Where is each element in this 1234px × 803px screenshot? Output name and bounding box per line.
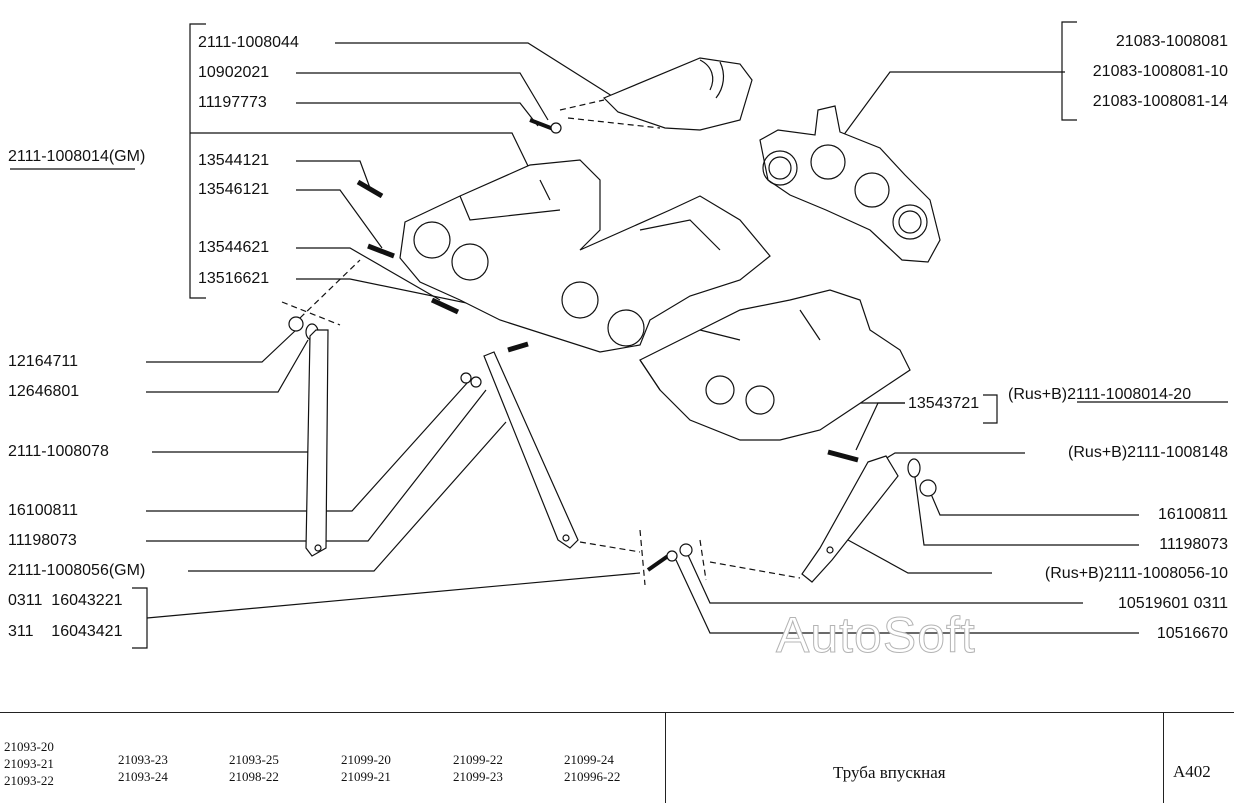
label-rusb-2111-1008148: (Rus+B)2111-1008148 (1068, 444, 1228, 461)
label-21083-1008081-14: 21083-1008081-14 (1092, 93, 1228, 110)
intake-manifold-rusb (639, 289, 911, 441)
dashed-guides (281, 99, 801, 586)
model-code: 21099-22 (453, 752, 503, 767)
label-13544621: 13544621 (198, 239, 270, 256)
heat-shield-part (602, 57, 753, 131)
model-code: 21098-22 (229, 769, 279, 784)
bracket-rusb-1008056-10 (801, 455, 899, 583)
stud-13516621 (430, 297, 460, 315)
label-16100811-left: 16100811 (8, 502, 78, 519)
right-top-bracket (1061, 21, 1077, 121)
label-10516670: 10516670 (1156, 625, 1228, 642)
parts-diagram: 2111-1008044 10902021 11197773 2111-1008… (8, 21, 1228, 664)
label-12646801: 12646801 (8, 383, 80, 400)
model-col-5: 21099-22 21099-23 (453, 751, 503, 785)
label-rusb-2111-1008056-10: (Rus+B)2111-1008056-10 (1044, 565, 1228, 582)
model-col-4: 21099-20 21099-21 (341, 751, 391, 785)
label-rusb-2111-1008014-20: (Rus+B)2111-1008014-20 (1008, 386, 1191, 404)
label-21083-1008081: 21083-1008081 (1115, 33, 1228, 50)
model-col-1: 21093-20 21093-21 21093-22 (4, 738, 54, 789)
model-code: 21093-23 (118, 752, 168, 767)
model-code: 21099-23 (453, 769, 503, 784)
leader-lines (146, 42, 1139, 634)
label-2111-1008078: 2111-1008078 (8, 443, 109, 460)
right-mid-bracket (983, 394, 998, 424)
title-block: 21093-20 21093-21 21093-22 21093-23 2109… (0, 712, 1234, 803)
model-code: 21099-24 (564, 752, 614, 767)
label-11198073-right: 11198073 (1159, 536, 1228, 553)
model-col-2: 21093-23 21093-24 (118, 751, 168, 785)
model-code: 21099-21 (341, 769, 391, 784)
heat-shield-ribs (699, 59, 725, 99)
stud-mid (507, 341, 529, 353)
model-code: 21093-22 (4, 773, 54, 788)
label-2111-1008014-suffix: (GM) (108, 148, 146, 165)
label-13546121: 13546121 (198, 181, 270, 198)
label-2111-1008044: 2111-1008044 (198, 34, 299, 51)
gasket-part (759, 105, 941, 263)
diagram-drawing (10, 21, 1228, 649)
label-0311-16043221: 0311 16043221 (8, 592, 123, 609)
label-311-16043421: 311 16043421 (8, 623, 123, 640)
intake-manifold-main (399, 159, 771, 353)
bracket-2111-1008056 (483, 351, 579, 549)
label-11198073-left: 11198073 (8, 532, 77, 549)
label-21083-1008081-10: 21083-1008081-10 (1092, 63, 1228, 80)
label-10902021: 10902021 (198, 64, 270, 81)
footer-divider (665, 713, 666, 803)
stud-13544121 (356, 179, 384, 199)
label-13544121: 13544121 (198, 152, 270, 169)
model-code: 21093-25 (229, 752, 279, 767)
model-code: 21093-24 (118, 769, 168, 784)
manifold-rusb-detail (639, 309, 821, 391)
drawing-title: Труба впускная (833, 763, 946, 782)
label-13543721: 13543721 (908, 395, 980, 412)
label-10519601-0311: 10519601 0311 (1117, 595, 1228, 612)
model-code: 21093-21 (4, 756, 54, 771)
nut-12164711 (288, 316, 304, 332)
bracket-2111-1008078 (305, 329, 329, 557)
model-col-6: 21099-24 210996-22 (564, 751, 620, 785)
footer-divider (1163, 713, 1164, 803)
label-2111-1008014-part: 2111-1008014 (8, 148, 109, 165)
label-rusb-part: 2111-1008014-20 (1067, 386, 1192, 403)
label-16100811-right: 16100811 (1158, 506, 1228, 523)
label-2111-1008014-gm: 2111-1008014(GM) (8, 148, 145, 166)
drawing-code: A402 (1173, 762, 1211, 781)
label-rusb-prefix: (Rus+B) (1008, 386, 1068, 403)
model-code: 21093-20 (4, 739, 54, 754)
left-bottom-bracket (132, 587, 148, 649)
model-col-3: 21093-25 21098-22 (229, 751, 279, 785)
watermark: AutoSoft (776, 607, 976, 664)
label-11197773: 11197773 (198, 94, 267, 111)
label-12164711: 12164711 (8, 353, 78, 370)
bolt-bottom (646, 554, 670, 572)
model-code: 21099-20 (341, 752, 391, 767)
manifold-detail (459, 179, 721, 251)
label-13516621: 13516621 (198, 270, 270, 287)
model-code: 210996-22 (564, 769, 621, 784)
label-2111-1008056-gm: 2111-1008056(GM) (8, 562, 146, 579)
left-top-bracket (189, 23, 206, 299)
stud-13543721 (827, 449, 859, 463)
stud-13544621 (367, 243, 395, 259)
